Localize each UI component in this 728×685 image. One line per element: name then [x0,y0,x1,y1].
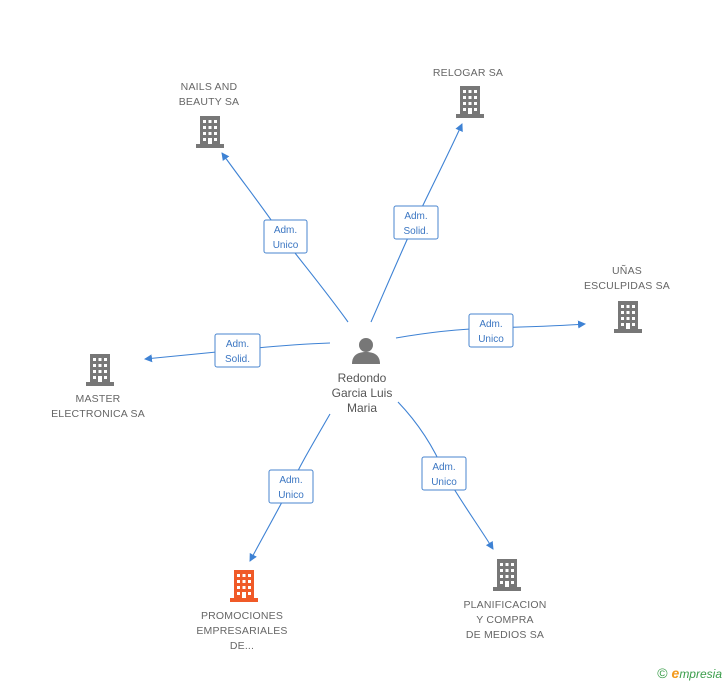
edge-label-promociones: Adm. Unico [268,469,314,504]
company-label: MASTER [76,393,121,405]
edge-label-nails: Adm. Unico [263,219,308,254]
edge-label-line: Unico [478,334,504,345]
company-label: ELECTRONICA SA [51,408,145,420]
building-icon [493,559,521,591]
copyright-symbol: © [657,665,668,681]
edge-label-line: Adm. [432,462,455,473]
company-label: ESCULPIDAS SA [584,280,670,292]
edge-label-line: Unico [431,477,457,488]
company-label: DE MEDIOS SA [466,629,544,641]
company-label: UÑAS [612,264,642,277]
center-person-node[interactable]: Redondo Garcia Luis Maria [332,338,393,415]
company-node-master[interactable]: MASTER ELECTRONICA SA [51,354,145,420]
company-label: Y COMPRA [476,614,533,626]
company-node-nails[interactable]: NAILS AND BEAUTY SA [179,81,240,148]
center-name-line: Maria [347,401,377,415]
edge-label-relogar: Adm. Solid. [393,205,439,240]
building-icon [196,116,224,148]
edge-label-line: Adm. [274,225,297,236]
brand-logo-e: e [671,665,680,681]
brand-footer: ©empresia [657,665,722,681]
brand-logo-text: mpresia [679,667,722,681]
company-node-promociones[interactable]: PROMOCIONES EMPRESARIALES DE... [196,570,287,652]
company-node-relogar[interactable]: RELOGAR SA [433,67,503,118]
edge-label-line: Adm. [479,319,502,330]
building-icon [456,86,484,118]
edge-label-planificacion: Adm. Unico [421,456,467,491]
edge-label-master: Adm. Solid. [214,333,261,368]
edge-label-line: Adm. [279,475,302,486]
edge-label-line: Adm. [226,339,249,350]
center-name-line: Garcia Luis [332,386,393,400]
company-label: RELOGAR SA [433,67,503,79]
edge-label-unas: Adm. Unico [468,313,514,348]
company-label: NAILS AND [181,81,238,93]
company-label: BEAUTY SA [179,96,240,108]
building-icon [614,301,642,333]
edge-label-line: Unico [278,490,304,501]
edge-label-line: Unico [273,240,299,251]
edge-label-line: Adm. [404,211,427,222]
person-icon [352,338,380,364]
company-label: DE... [230,640,254,652]
edge-label-line: Solid. [403,226,428,237]
company-label: PLANIFICACION [463,599,546,611]
company-node-planificacion[interactable]: PLANIFICACION Y COMPRA DE MEDIOS SA [463,559,546,641]
company-label: PROMOCIONES [201,610,283,622]
building-icon [230,570,258,602]
center-name-line: Redondo [338,371,387,385]
building-icon [86,354,114,386]
company-label: EMPRESARIALES [196,625,287,637]
edge-label-line: Solid. [225,354,250,365]
company-node-unas[interactable]: UÑAS ESCULPIDAS SA [584,264,670,333]
